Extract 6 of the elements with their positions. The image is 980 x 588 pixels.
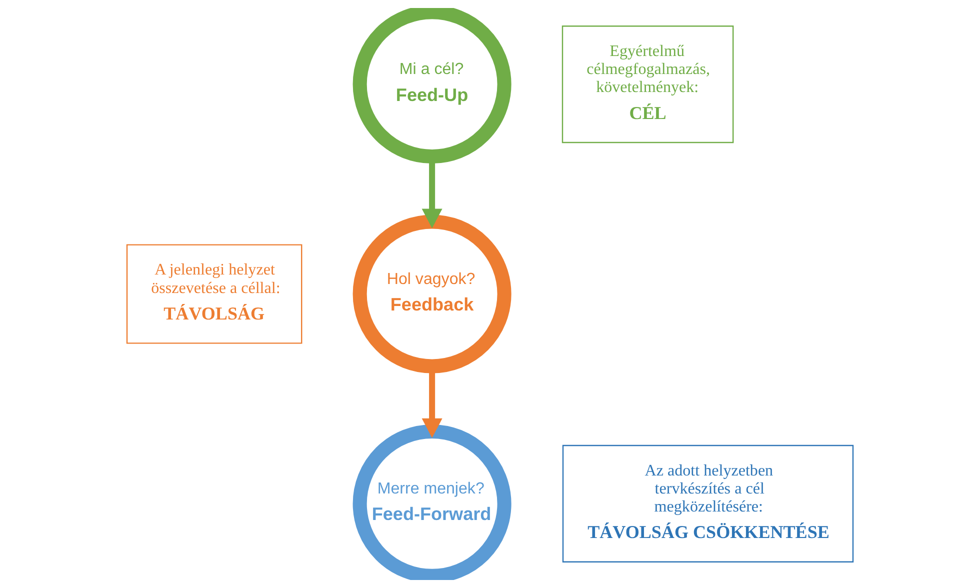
node-box: Egyértelmű célmegfogalmazás, követelmények: CÉL <box>562 25 734 144</box>
node-circle: Merre menjek? Feed-Forward <box>352 424 512 580</box>
node-circle: Mi a cél? Feed-Up <box>352 8 512 164</box>
node-box: A jelenlegi helyzet összevetése a céllal: TÁVOLSÁG <box>126 244 302 344</box>
node-circle: Hol vagyok? Feedback <box>352 214 512 374</box>
node-box: Az adott helyzetben tervkészítés a cél megközelítésére: TÁVOLSÁG CSÖKKENTÉSE <box>562 444 854 563</box>
